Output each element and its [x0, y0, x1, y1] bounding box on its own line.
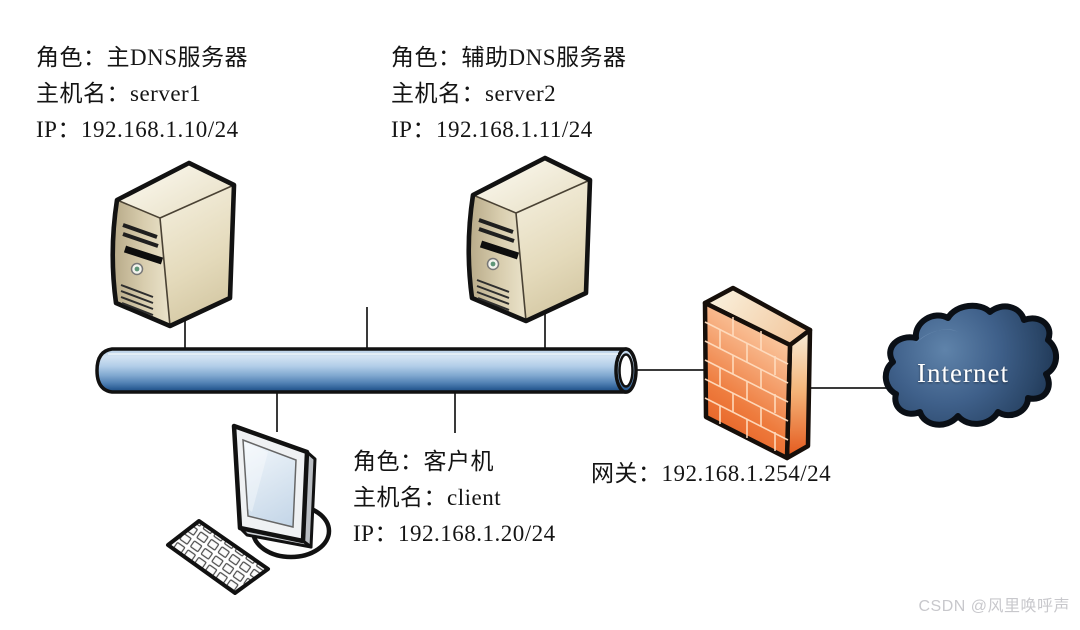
server1-ip: IP：192.168.1.10/24 — [36, 117, 239, 142]
cloud-highlight — [915, 329, 958, 344]
client-hostname: 主机名：client — [353, 485, 502, 510]
server-inner-edges — [116, 184, 235, 327]
server1-role: 角色：主DNS服务器 — [36, 45, 249, 70]
client-ip: IP：192.168.1.20/24 — [353, 521, 556, 546]
label-gateway: 网关：192.168.1.254/24 — [591, 456, 831, 492]
server-outline — [110, 160, 237, 329]
server-vent-lines — [120, 284, 154, 316]
monitor-screen-glint — [245, 443, 268, 512]
server-drive-slot-2 — [122, 232, 159, 248]
server2-hostname: 主机名：server2 — [391, 81, 557, 106]
bus-end-opening — [618, 353, 634, 388]
bus-tube — [95, 347, 628, 394]
internet-cloud-label: Internet — [917, 358, 1009, 388]
server-drive-slot-1 — [122, 223, 158, 239]
internet-cloud-icon — [882, 302, 1059, 428]
server-drive-bay-band — [123, 245, 164, 265]
server2-ip: IP：192.168.1.11/24 — [391, 117, 593, 142]
label-server2: 角色：辅助DNS服务器 主机名：server2 IP：192.168.1.11/… — [391, 40, 627, 148]
csdn-watermark: CSDN @风里唤呼声 — [918, 598, 1070, 615]
cloud-shape — [882, 302, 1059, 428]
firewall-brick-wall-icon — [702, 285, 813, 461]
label-server1: 角色：主DNS服务器 主机名：server1 IP：192.168.1.10/2… — [36, 40, 248, 148]
server-power-led — [134, 266, 140, 272]
label-client: 角色：客户机 主机名：client IP：192.168.1.20/24 — [353, 444, 556, 552]
keyboard-keys — [166, 519, 270, 595]
gateway-ip: 网关：192.168.1.254/24 — [591, 461, 832, 486]
network-bus-pipe-icon — [95, 347, 638, 394]
firewall-brick-lines — [704, 317, 789, 451]
server2-role: 角色：辅助DNS服务器 — [391, 45, 627, 70]
server-top-face — [117, 163, 234, 218]
server1-hostname: 主机名：server1 — [36, 81, 202, 106]
connector-lines — [184, 307, 895, 433]
client-computer-icon — [166, 423, 332, 595]
monitor-screen — [242, 438, 297, 528]
server1-icon — [110, 160, 237, 329]
server-side-face — [160, 185, 234, 326]
client-role: 角色：客户机 — [353, 449, 494, 474]
server-front-face — [112, 200, 170, 326]
server2-icon — [469, 158, 590, 321]
